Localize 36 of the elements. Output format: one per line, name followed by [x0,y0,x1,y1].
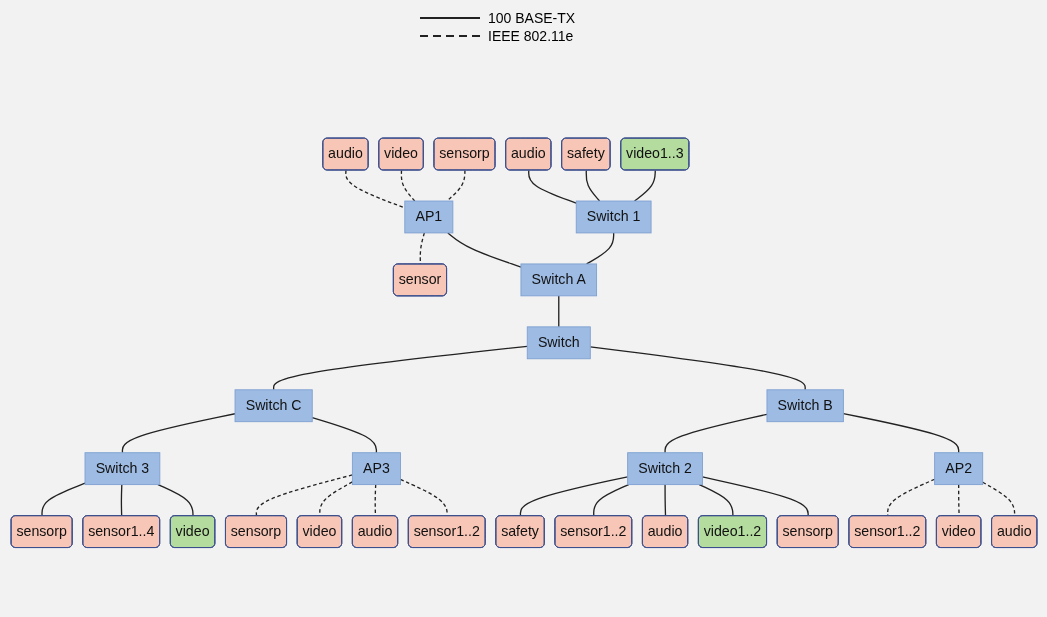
connector [519,475,628,517]
connector [344,169,405,209]
node-box: AP2 [933,451,983,485]
connector [842,412,959,454]
connector [698,483,734,517]
connector [557,294,559,328]
connector [981,481,1015,517]
connector [40,482,86,517]
connector [446,231,522,268]
node-box: Switch 3 [84,451,160,485]
connector [589,345,806,391]
connector [663,483,666,517]
connector [592,483,629,517]
node-box: AP3 [351,451,401,485]
node-box: AP1 [403,200,453,234]
connector [121,412,236,454]
connector [255,473,353,517]
connector [701,475,809,517]
connector [663,413,768,454]
node-box: Switch 1 [575,200,652,234]
legend-label: IEEE 802.11e [488,28,574,44]
connector [400,169,415,202]
legend-label: 100 BASE-TX [488,10,576,26]
node-box: Switch [526,326,591,359]
connector [311,416,377,454]
connector [156,483,194,517]
connector [272,345,528,391]
connector [585,169,600,202]
connector [633,169,656,202]
connector [585,231,614,265]
node-box: Switch A [520,263,597,296]
node-box: Switch B [766,389,844,422]
node-box: Switch C [234,389,313,422]
node-box: Switch 2 [626,451,703,485]
connector [527,169,577,204]
connector [120,483,122,517]
